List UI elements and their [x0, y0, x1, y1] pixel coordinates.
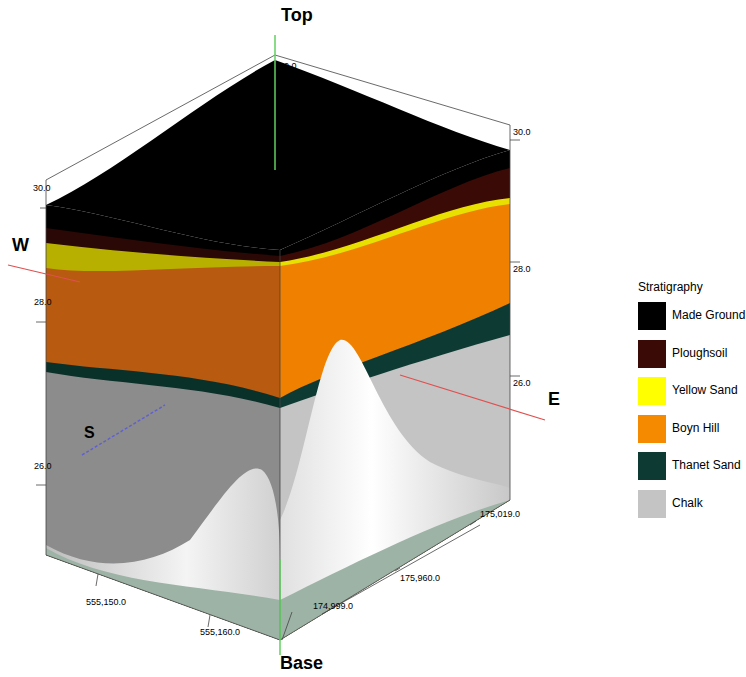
axis-value: 30.0 — [33, 184, 51, 194]
direction-label: S — [84, 424, 95, 442]
axis-value: 174,999.0 — [313, 602, 353, 612]
legend-text: Chalk — [672, 497, 703, 510]
axis-value: 30.0 — [279, 62, 297, 72]
legend-text: Made Ground — [672, 309, 745, 322]
legend-text: Boyn Hill — [672, 422, 719, 435]
axis-title: Base — [280, 654, 323, 674]
axis-value: 28.0 — [34, 298, 52, 308]
direction-label: W — [12, 236, 29, 256]
legend-text: Yellow Sand — [672, 384, 738, 397]
axis-value: 555,160.0 — [200, 628, 240, 638]
legend-swatch — [638, 415, 666, 443]
legend-swatch — [638, 377, 666, 405]
axis-value: 28.0 — [513, 265, 531, 275]
axis-value: 30.0 — [513, 128, 531, 138]
legend-text: Thanet Sand — [672, 459, 741, 472]
axis-value: 26.0 — [34, 462, 52, 472]
legend-swatch — [638, 490, 666, 518]
axis-value: 555,150.0 — [86, 598, 126, 608]
legend-text: Ploughsoil — [672, 347, 727, 360]
legend-swatch — [638, 302, 666, 330]
axis-value: 26.0 — [513, 379, 531, 389]
legend-swatch — [638, 452, 666, 480]
axis-value: 175,019.0 — [480, 510, 520, 520]
axis-value: 175,960.0 — [400, 574, 440, 584]
legend-swatch — [638, 340, 666, 368]
direction-label: E — [548, 390, 560, 410]
axis-title: Top — [281, 6, 313, 26]
legend-title: Stratigraphy — [638, 281, 703, 294]
